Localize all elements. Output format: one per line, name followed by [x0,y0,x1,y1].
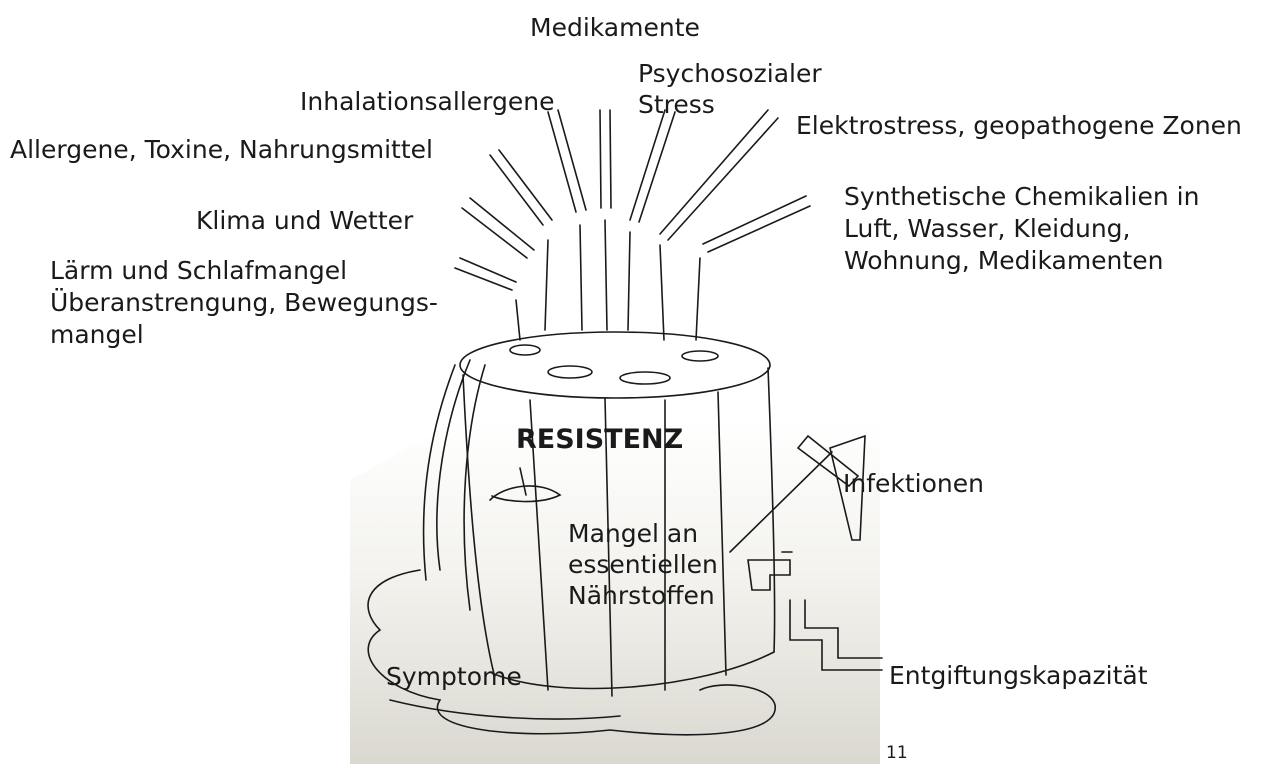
label-resistenz: RESISTENZ [516,424,683,455]
label-allergene: Allergene, Toxine, Nahrungsmittel [10,134,433,165]
label-psychosozial-line2: Stress [638,89,715,120]
label-mangel-line1: Mangel an [568,518,698,549]
inflow-drops [516,220,700,340]
label-synthetisch-line3: Wohnung, Medikamenten [844,245,1163,276]
label-synthetisch-line1: Synthetische Chemikalien in [844,181,1199,212]
label-laerm-line1: Lärm und Schlafmangel [50,255,347,286]
surface-ripple [682,351,718,361]
label-entgiftungskapazitaet: Entgiftungskapazität [889,660,1148,691]
surface-ripple [548,366,592,378]
page-number: 11 [886,738,908,769]
barrel-top-rim [460,332,770,398]
label-mangel-line3: Nährstoffen [568,580,715,611]
label-synthetisch-line2: Luft, Wasser, Kleidung, [844,213,1130,244]
label-mangel-line2: essentiellen [568,549,718,580]
label-klima: Klima und Wetter [196,205,413,236]
label-medikamente: Medikamente [530,12,700,43]
inflow-pipes [455,110,810,290]
label-laerm-line3: mangel [50,319,144,350]
surface-ripple [510,345,540,355]
surface-ripple [620,372,670,384]
label-infektionen: Infektionen [843,468,984,499]
label-laerm-line2: Überanstrengung, Bewegungs- [50,287,438,318]
label-symptome: Symptome [386,661,522,692]
label-elektrostress: Elektrostress, geopathogene Zonen [796,110,1242,141]
label-inhalationsallergene: Inhalationsallergene [300,86,554,117]
label-psychosozial-line1: Psychosozialer [638,58,822,89]
